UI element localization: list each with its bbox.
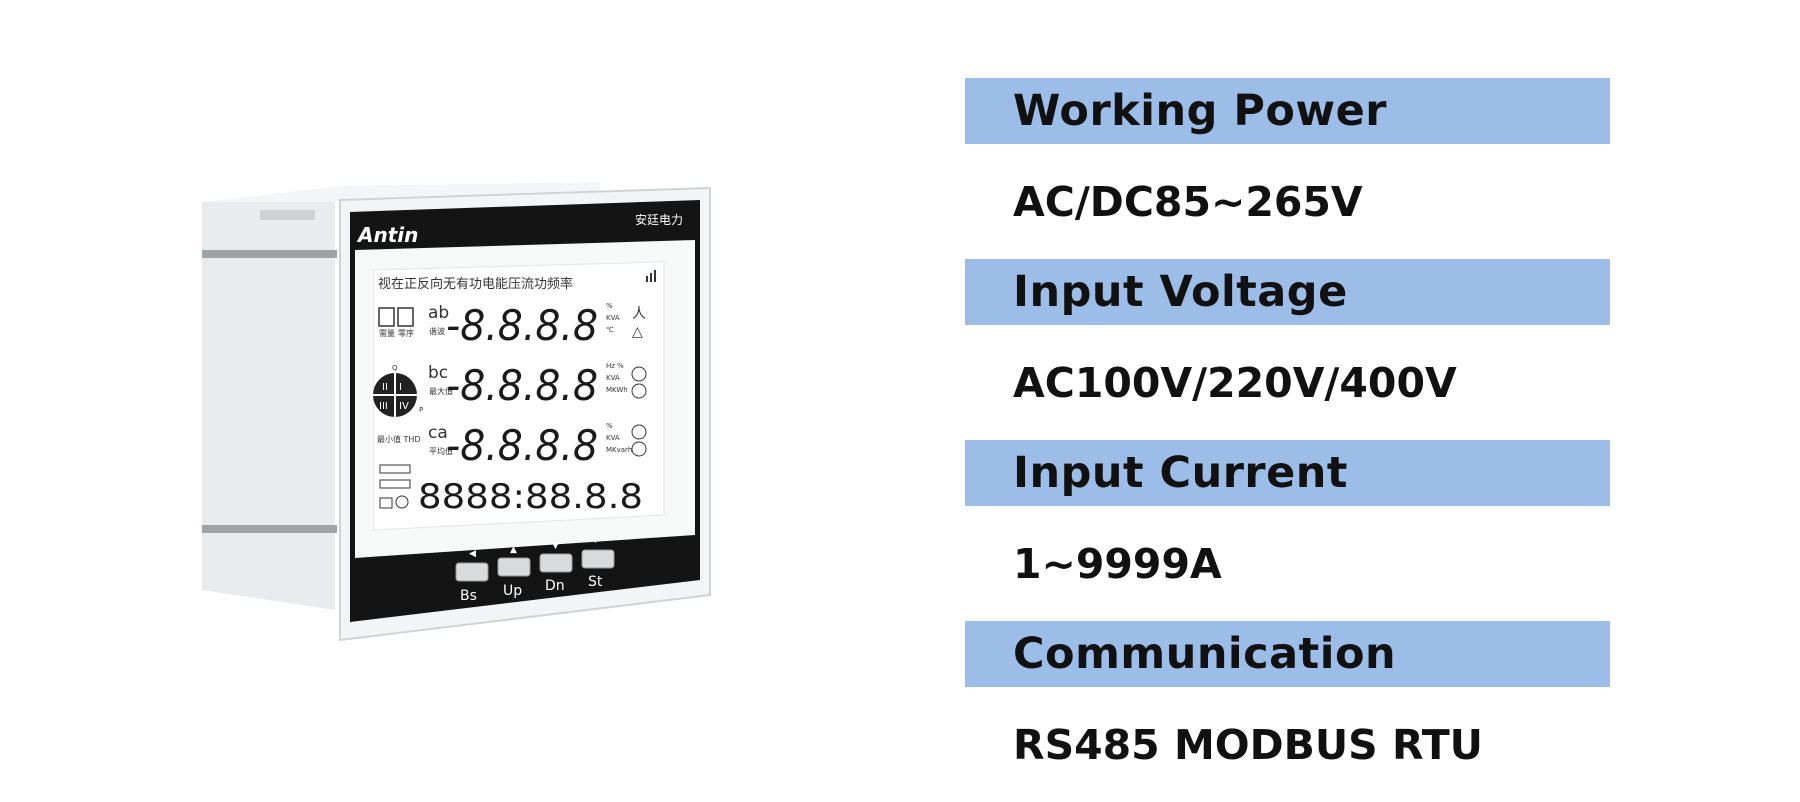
svg-text:谐波: 谐波 <box>429 326 445 336</box>
peak-icon <box>631 366 647 382</box>
svg-text:III: III <box>379 401 388 412</box>
spec-list: Working Power AC/DC85~265V Input Voltage… <box>965 78 1610 802</box>
button-dn[interactable]: ▼ Dn <box>539 541 573 594</box>
spec-value: 1~9999A <box>1013 539 1222 588</box>
switch-indicator-icon <box>379 479 411 489</box>
svg-text:▼: ▼ <box>552 541 559 551</box>
svg-text:-8.8.8.8: -8.8.8.8 <box>446 301 598 350</box>
svg-text:↵: ↵ <box>593 534 602 547</box>
svg-text:人: 人 <box>632 306 646 322</box>
lcd-row-ab: ab 谐波 -8.8.8.8 % KVA ℃ <box>428 301 620 350</box>
lcd-row-bc: bc 最大值 -8.8.8.8 Hz % KVA MKWh <box>428 361 628 410</box>
zero-seq-label: 零序 <box>398 328 414 338</box>
svg-text:最大值: 最大值 <box>429 386 453 396</box>
button-up[interactable]: ▲ Up <box>497 545 531 599</box>
svg-text:bc: bc <box>428 363 448 383</box>
demand-label: 需量 <box>379 329 395 338</box>
flat-icon <box>631 424 647 440</box>
segment-icon <box>378 307 395 327</box>
svg-text:◀: ◀ <box>469 549 476 559</box>
spec-value-row: 1~9999A <box>965 506 1610 621</box>
spec-value-row: AC/DC85~265V <box>965 144 1610 259</box>
spec-title: Working Power <box>1013 86 1387 136</box>
svg-text:%: % <box>606 422 613 430</box>
lcd-header: 视在正反向无有功电能压流功频率 <box>378 276 573 292</box>
clock-icon <box>395 495 409 509</box>
spec-title: Communication <box>1013 629 1397 679</box>
spec-value-row: AC100V/220V/400V <box>965 325 1610 440</box>
spec-header: Communication <box>965 621 1610 687</box>
svg-text:℃: ℃ <box>606 326 614 334</box>
signal-icon <box>646 270 656 282</box>
vent <box>260 210 315 220</box>
housing-rail <box>202 250 337 258</box>
svg-text:△: △ <box>632 324 643 340</box>
lcd-row-ca: ca 平均值 -8.8.8.8 % KVA MKvarh <box>428 421 632 470</box>
segment-icon <box>397 307 414 327</box>
power-meter-device: Antin 安廷电力 视在正反向无有功电能压流功频率 需量 零序 II I II… <box>180 180 740 660</box>
svg-text:Up: Up <box>503 583 522 599</box>
spec-input-current: Input Current 1~9999A <box>965 440 1610 621</box>
svg-text:I: I <box>399 382 402 393</box>
svg-text:-8.8.8.8: -8.8.8.8 <box>446 361 598 410</box>
svg-text:-8.8.8.8: -8.8.8.8 <box>446 421 598 470</box>
quadrant-icon: II I III IV Q P <box>373 364 423 417</box>
svg-text:Q: Q <box>392 364 398 372</box>
svg-text:IV: IV <box>399 401 409 412</box>
min-thd-label: 最小值 THD <box>377 434 421 444</box>
power-meter-illustration: Antin 安廷电力 视在正反向无有功电能压流功频率 需量 零序 II I II… <box>202 182 711 642</box>
spec-value: AC100V/220V/400V <box>1013 358 1457 407</box>
wye-delta-icon: 人 △ <box>632 306 646 340</box>
svg-text:St: St <box>588 574 603 590</box>
computer-icon <box>379 497 393 509</box>
svg-text:Hz %: Hz % <box>606 362 624 370</box>
brand-subtitle: 安廷电力 <box>635 212 683 227</box>
svg-text:平均值: 平均值 <box>429 446 453 456</box>
spec-value: RS485 MODBUS RTU <box>1013 720 1483 769</box>
button-bs[interactable]: ◀ Bs <box>455 549 489 604</box>
svg-text:%: % <box>606 302 613 310</box>
spec-header: Working Power <box>965 78 1610 144</box>
spec-value-row: RS485 MODBUS RTU <box>965 687 1610 802</box>
svg-text:Bs: Bs <box>460 588 477 604</box>
spec-value: AC/DC85~265V <box>1013 177 1363 226</box>
svg-text:ca: ca <box>428 423 448 443</box>
peak-icon <box>631 383 647 399</box>
button-st[interactable]: ↵ St <box>581 534 615 590</box>
svg-text:II: II <box>382 382 388 393</box>
valley-icon <box>631 441 647 457</box>
lcd-bottom-digits: 8888:88.8.8 <box>418 477 643 517</box>
switch-indicator-icon <box>379 464 411 474</box>
svg-text:P: P <box>419 406 423 414</box>
spec-working-power: Working Power AC/DC85~265V <box>965 78 1610 259</box>
svg-text:Antin: Antin <box>356 223 418 247</box>
svg-text:KVA: KVA <box>606 314 620 322</box>
housing-side <box>202 192 335 610</box>
svg-text:Dn: Dn <box>545 578 565 594</box>
svg-text:MKWh: MKWh <box>606 386 628 394</box>
spec-title: Input Current <box>1013 448 1348 498</box>
spec-title: Input Voltage <box>1013 267 1348 317</box>
spec-header: Input Current <box>965 440 1610 506</box>
svg-text:KVA: KVA <box>606 434 620 442</box>
svg-text:KVA: KVA <box>606 374 620 382</box>
housing-rail <box>202 525 337 533</box>
brand-logo: Antin <box>356 223 418 247</box>
spec-header: Input Voltage <box>965 259 1610 325</box>
svg-text:▲: ▲ <box>510 545 517 555</box>
lcd-screen <box>373 261 665 531</box>
svg-text:ab: ab <box>428 303 449 323</box>
spec-communication: Communication RS485 MODBUS RTU <box>965 621 1610 802</box>
spec-input-voltage: Input Voltage AC100V/220V/400V <box>965 259 1610 440</box>
svg-text:MKvarh: MKvarh <box>606 446 632 454</box>
